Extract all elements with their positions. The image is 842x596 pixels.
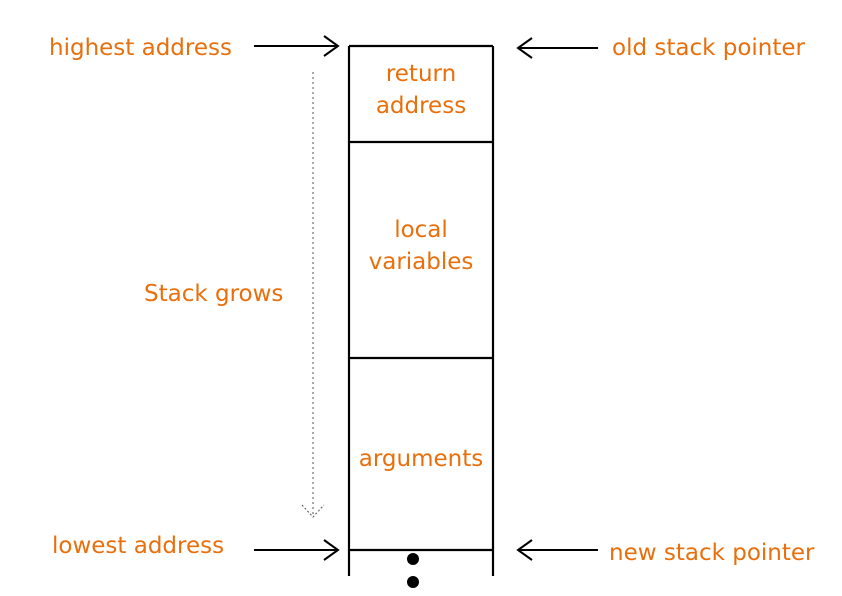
old-stack-pointer-label: old stack pointer <box>612 35 806 61</box>
arrow-left-icon <box>516 37 598 59</box>
local-variables-cell: local variables <box>349 214 493 278</box>
return-address-cell: return address <box>349 58 493 122</box>
arguments-cell: arguments <box>349 443 493 475</box>
arguments-line-1: arguments <box>358 446 484 472</box>
lowest-address-label: lowest address <box>52 533 225 559</box>
stack-frame-box <box>347 44 495 576</box>
stack-grows-label: Stack grows <box>144 281 284 307</box>
arrow-right-icon <box>254 35 340 57</box>
arrow-left-icon <box>516 539 598 561</box>
return-address-line-1: return <box>385 61 457 87</box>
highest-address-label: highest address <box>49 35 232 61</box>
local-variables-line-1: local <box>394 217 448 243</box>
new-stack-pointer-label: new stack pointer <box>609 540 815 566</box>
return-address-line-2: address <box>375 93 467 119</box>
stack-grows-arrow-icon <box>301 72 325 518</box>
arrow-right-icon <box>254 539 340 561</box>
local-variables-line-2: variables <box>368 249 474 275</box>
ellipsis-vertical-icon <box>407 553 419 588</box>
